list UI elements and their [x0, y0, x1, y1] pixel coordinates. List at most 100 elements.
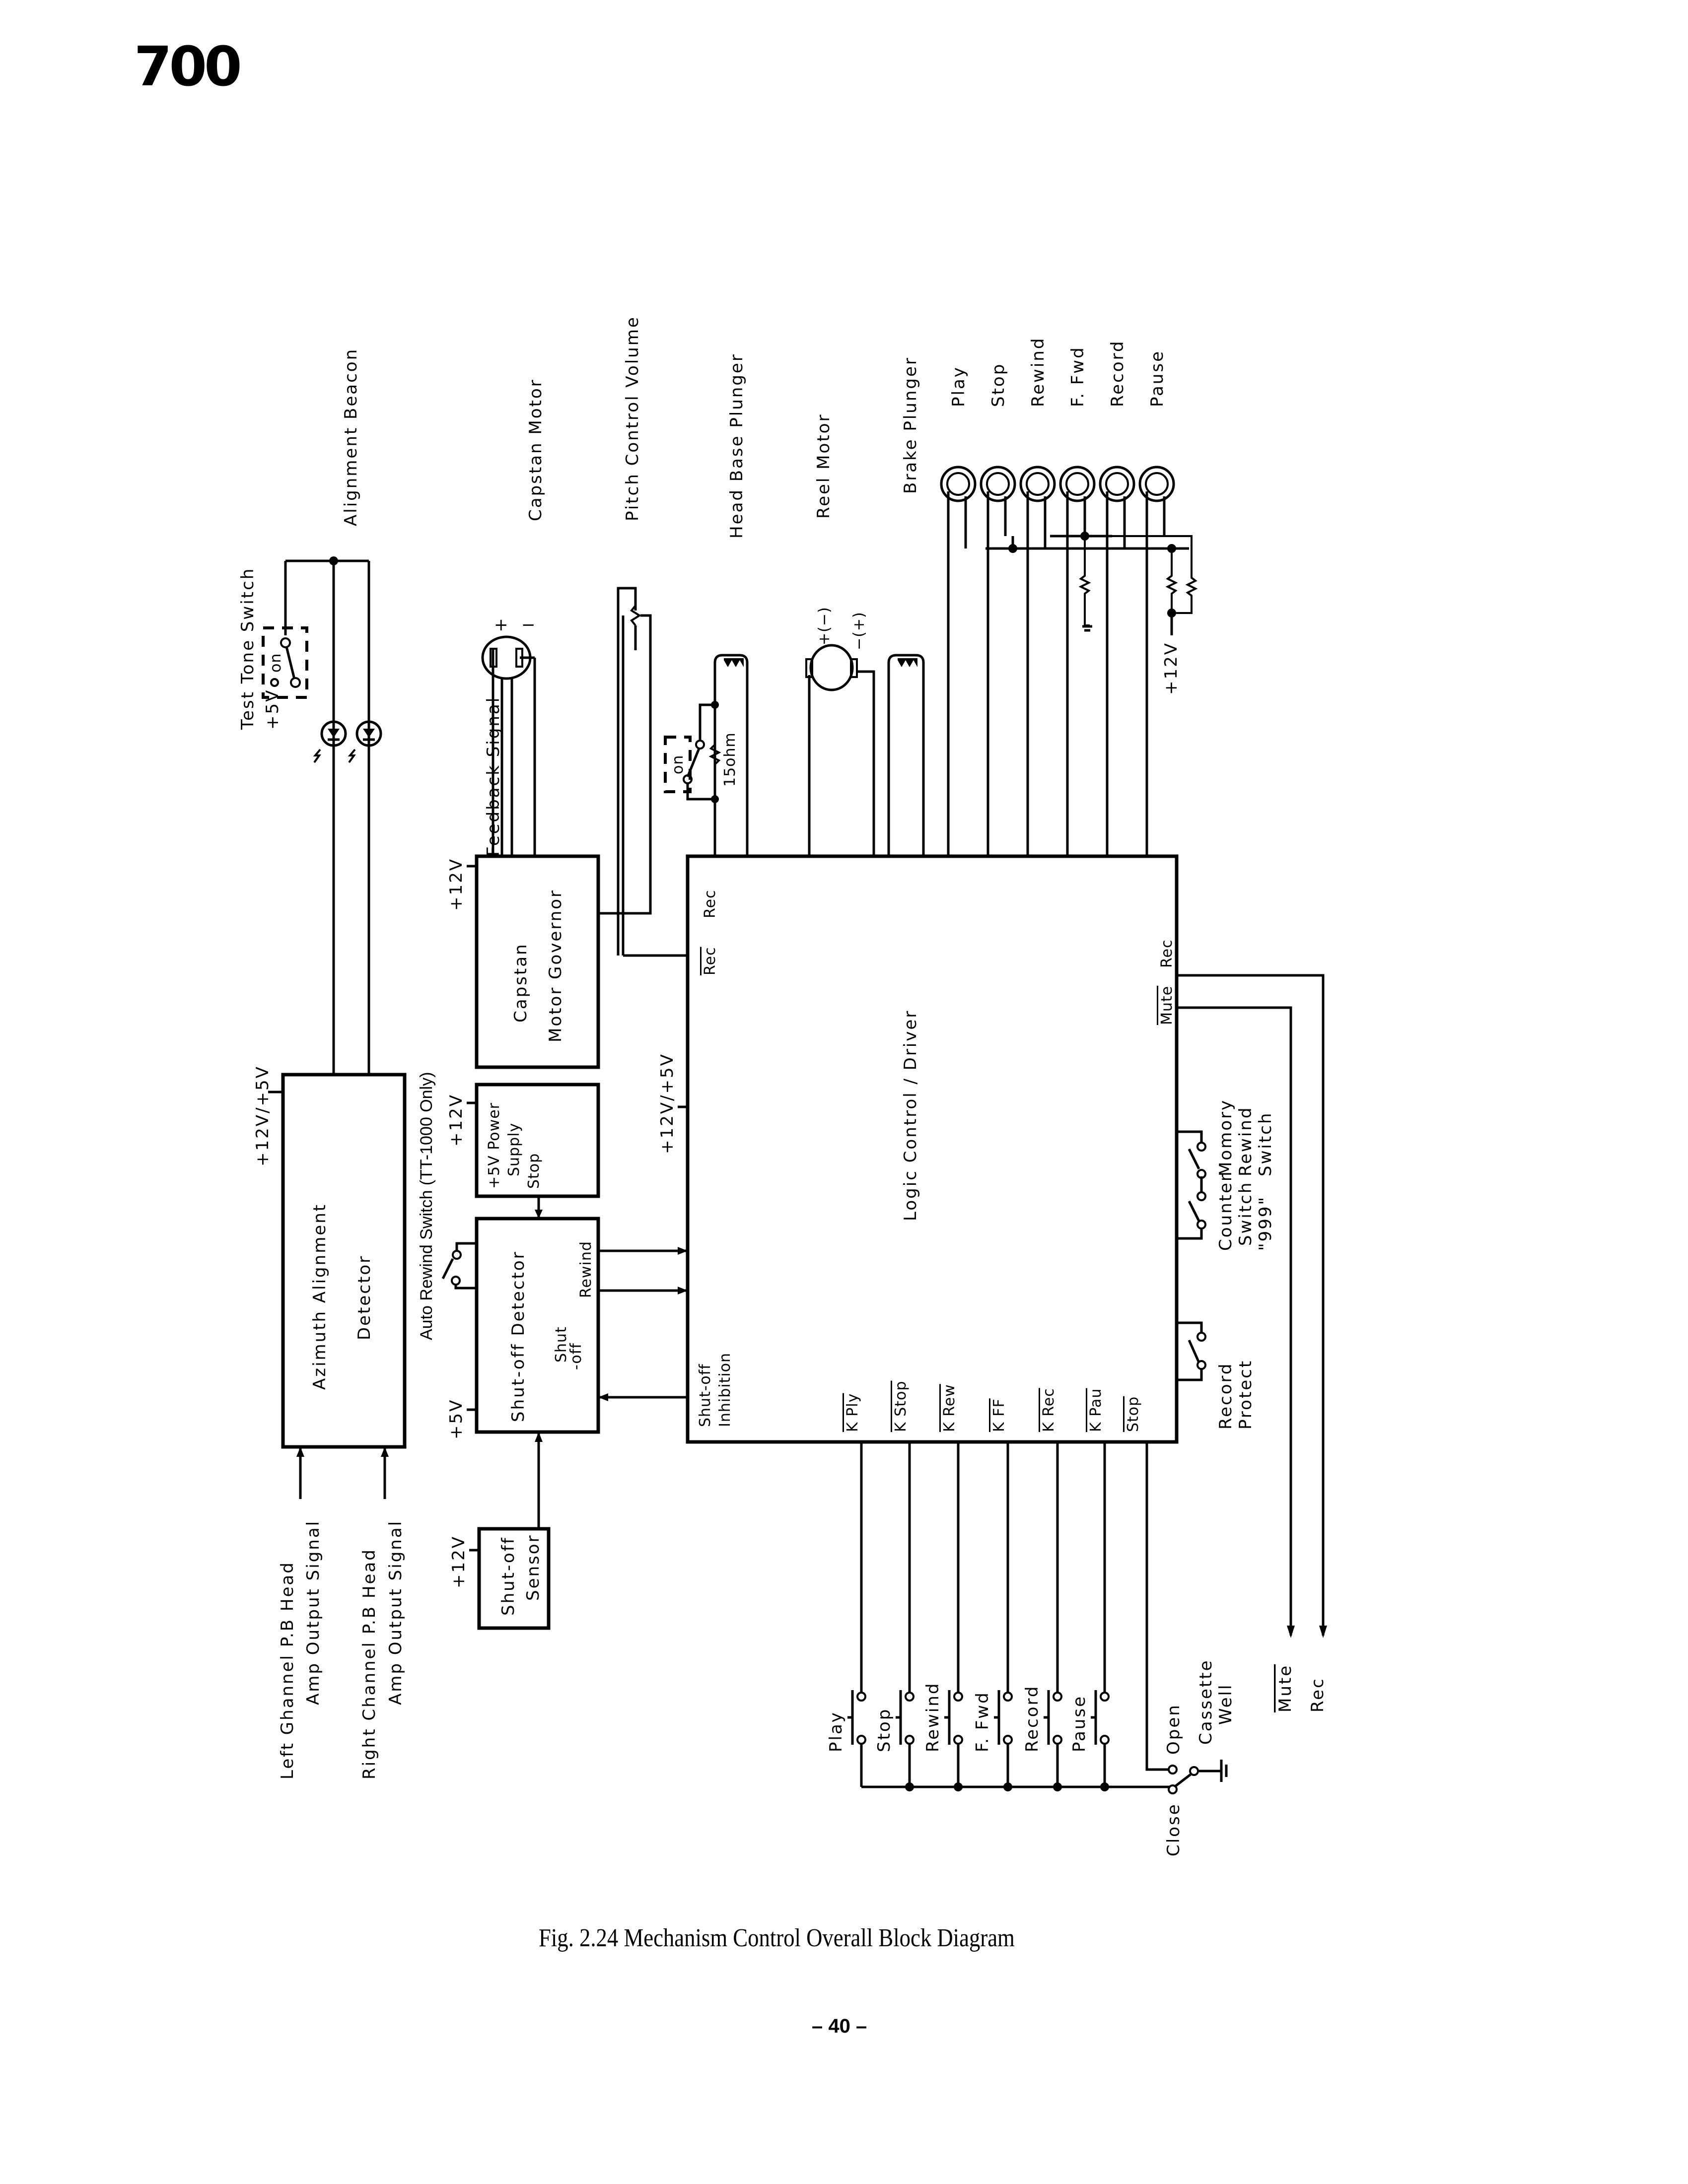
- indicator-lamp: Stop: [980, 363, 1016, 856]
- right-channel-label-2: Amp Output Signal: [386, 1520, 406, 1705]
- plungers-and-reel-motor: Head Base Plunger on 15ohm +(−) −(+) Ree…: [664, 353, 925, 856]
- feedback-signal-label: Feedback Signal: [484, 696, 503, 856]
- key-switch-label: F. Fwd: [973, 1691, 992, 1752]
- memory-rewind-label-3: Switch: [1256, 1112, 1275, 1176]
- logic-pin-rec: Rec: [702, 890, 719, 918]
- key-switch: Play: [826, 1442, 866, 1787]
- azimuth-label-1: Azimuth Alignment: [310, 1203, 330, 1390]
- left-channel-label-2: Amp Output Signal: [303, 1520, 323, 1705]
- test-tone-supply-label: +5V: [263, 689, 282, 730]
- key-switch-label: Stop: [874, 1708, 894, 1752]
- lamp-label: Play: [949, 366, 969, 407]
- indicator-lamp: Record: [1099, 340, 1135, 856]
- lamp-label: Pause: [1147, 350, 1167, 407]
- capstan-governor-label-2: Motor Governor: [546, 889, 565, 1042]
- shutoff-sensor-block: Shut-off Sensor +12V: [449, 1432, 551, 1630]
- logic-title: Logic Control / Driver: [901, 1010, 920, 1221]
- reel-motor-polarity-a: +(−): [816, 607, 833, 645]
- pitch-control-volume: Pitch Control Volume: [598, 316, 690, 957]
- cassette-open-label: Open: [1164, 1704, 1184, 1755]
- logic-key-pin-label: K FF: [990, 1398, 1008, 1432]
- capstan-motor-label: Capstan Motor: [526, 378, 546, 521]
- logic-supply-label: +12V/+5V: [657, 1053, 677, 1154]
- alignment-beacon-label: Alignment Beacon: [341, 348, 361, 526]
- power-supply-label-1: +5V Power: [486, 1102, 503, 1189]
- record-protect-label-2: Protect: [1236, 1360, 1256, 1430]
- cassette-well-label-1: Cassette: [1196, 1659, 1216, 1745]
- left-channel-label-1: Left Ghannel P.B Head: [278, 1561, 297, 1779]
- indicator-lamp: Play: [940, 366, 977, 856]
- cassette-close-label: Close: [1164, 1803, 1184, 1856]
- shutoff-detector-supply: +5V: [446, 1399, 466, 1439]
- lamp-icon: [980, 466, 1016, 502]
- mute-rec-outputs: Mute Rec: [1177, 974, 1328, 1712]
- reel-motor-label: Reel Motor: [814, 413, 834, 519]
- lamp-icon: [940, 466, 977, 502]
- power-supply-label-3: Stop: [525, 1153, 543, 1189]
- azimuth-label-2: Detector: [354, 1255, 374, 1340]
- brake-plunger-label: Brake Plunger: [901, 356, 920, 494]
- logic-pin-shutoff-2: Inhibition: [716, 1353, 734, 1427]
- coil-icon: [898, 658, 917, 667]
- side-switches: Record Protect Counter Switch "999" Momo…: [1177, 1099, 1275, 1430]
- key-switch-label: Rewind: [923, 1682, 943, 1752]
- logic-key-pin-label: K Ply: [844, 1393, 861, 1432]
- page-header-number: 700: [134, 35, 242, 98]
- shutoff-sensor-label-1: Shut-off: [498, 1536, 518, 1616]
- lamp-label: Record: [1108, 340, 1127, 407]
- shutoff-out-label-a: Shut: [553, 1326, 570, 1363]
- motor-icon: [809, 644, 854, 691]
- led-icon: [320, 720, 347, 747]
- logic-pin-shutoff-1: Shut-off: [697, 1364, 714, 1427]
- led-icon: [355, 720, 382, 747]
- logic-key-pin-label: Stop: [1125, 1396, 1142, 1432]
- lamp-icon: [1138, 466, 1175, 502]
- record-protect-label-1: Record: [1216, 1363, 1236, 1430]
- power-supply-supply: +12V: [446, 1093, 466, 1147]
- auto-rewind-switch-label: Auto Rewind Switch (TT-1000 Only): [417, 1072, 436, 1340]
- test-tone-on-label: on: [267, 653, 284, 673]
- capstan-minus-label: −: [521, 615, 537, 635]
- shutoff-rewind-label: Rewind: [577, 1241, 595, 1298]
- lamp-label: F. Fwd: [1068, 346, 1088, 407]
- test-tone-switch-label: Test Tone Switch: [238, 567, 258, 730]
- capstan-plus-label: +: [494, 615, 510, 635]
- key-switch: Stop: [874, 1442, 914, 1791]
- logic-key-pin-label: K Rec: [1040, 1388, 1057, 1432]
- logic-pin-mute-rec: Rec: [1158, 940, 1176, 968]
- cassette-well-label-2: Well: [1216, 1684, 1236, 1725]
- capstan-governor-supply: +12V: [446, 858, 466, 911]
- memory-rewind-label-1: Momory: [1216, 1099, 1236, 1176]
- capstan-motor-governor-block: Capstan Motor Governor +12V: [446, 854, 600, 1069]
- logic-pin-rec-bar: Rec: [702, 947, 719, 975]
- lamp-icon: [1059, 466, 1096, 502]
- azimuth-alignment-detector-block: Azimuth Alignment Detector +12V/+5V: [253, 1065, 407, 1449]
- key-switch: Record: [1022, 1442, 1062, 1791]
- power-supply-stop-block: +5V Power Supply Stop +12V: [446, 1083, 600, 1219]
- power-supply-label-2: Supply: [505, 1123, 523, 1176]
- lamp-icon: [1099, 466, 1135, 502]
- lamp-supply-label: +12V: [1161, 642, 1181, 695]
- lamp-icon: [1019, 466, 1056, 502]
- resistor-15ohm-label: 15ohm: [721, 732, 739, 787]
- indicator-lamp: Pause: [1138, 350, 1175, 856]
- shutoff-detector-label: Shut-off Detector: [508, 1250, 528, 1422]
- key-switch-label: Pause: [1069, 1695, 1089, 1752]
- shutoff-detector-block: Shut-off Detector Shut -off Rewind +5V: [441, 1217, 688, 1439]
- channel-inputs: Left Ghannel P.B Head Amp Output Signal …: [278, 1447, 406, 1779]
- lamp-label: Stop: [988, 363, 1008, 407]
- pitch-control-label: Pitch Control Volume: [623, 316, 642, 521]
- shutoff-sensor-label-2: Sensor: [523, 1534, 543, 1601]
- lamp-resistor-network: +12V: [985, 532, 1198, 695]
- logic-key-pin-label: K Stop: [892, 1381, 910, 1432]
- capstan-governor-label-1: Capstan: [511, 943, 531, 1023]
- page-footer: – 40 –: [812, 2015, 867, 2037]
- shutoff-sensor-supply: +12V: [449, 1535, 469, 1588]
- indicator-lamp: F. Fwd: [1059, 346, 1096, 856]
- mute-output-label: Mute: [1275, 1664, 1295, 1712]
- azimuth-supply-label: +12V/+5V: [253, 1065, 273, 1166]
- alignment-beacon-circuit: on Test Tone Switch +5V Alignment Beacon: [238, 348, 382, 1075]
